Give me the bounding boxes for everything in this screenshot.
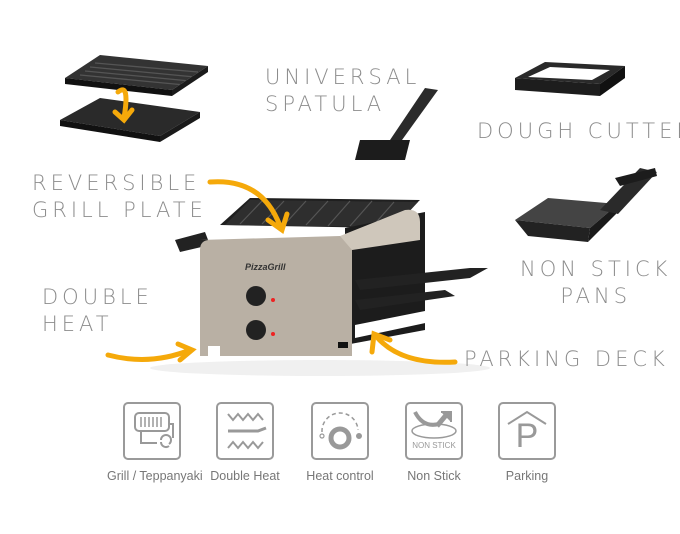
product-illustration — [60, 55, 657, 376]
feature-heat-control: Heat control — [295, 402, 385, 483]
pizzagrill-appliance-image — [150, 198, 490, 376]
callout-line: Double — [42, 285, 153, 309]
feature-parking: P Parking — [482, 402, 572, 483]
callout-non-stick-pans: Non Stick Pans — [520, 256, 671, 310]
callout-line: Pans — [560, 284, 632, 308]
spatula-image — [355, 88, 438, 160]
callout-reversible-grill-plate: Reversible Grill Plate — [32, 170, 207, 224]
callout-line: Non Stick — [520, 257, 672, 281]
callout-universal-spatula: Universal Spatula — [265, 64, 420, 118]
arrows — [105, 87, 458, 365]
feature-label: Non Stick — [407, 469, 461, 483]
brand-logo-text: PizzaGrill — [245, 262, 286, 272]
callout-parking-deck: Parking Deck — [464, 347, 669, 371]
arrow-grill-plate — [207, 179, 283, 229]
feature-label: Heat control — [306, 469, 374, 483]
heat-control-icon — [311, 402, 369, 460]
grill-plates-image — [60, 55, 208, 142]
feature-grill-teppanyaki: Grill / Teppanyaki — [107, 402, 203, 483]
non-stick-icon: NON STICK — [405, 402, 463, 460]
feature-non-stick: NON STICK Non Stick — [389, 402, 479, 483]
feature-label: Grill / Teppanyaki — [107, 469, 203, 483]
callout-line: Reversible — [32, 171, 201, 195]
parking-icon-text: P — [515, 417, 539, 455]
feature-label: Parking — [505, 469, 549, 483]
grill-teppanyaki-icon — [123, 402, 181, 460]
callout-line: Grill Plate — [32, 198, 207, 222]
callout-line: Universal — [265, 65, 421, 89]
non-stick-icon-text: NON STICK — [412, 441, 456, 450]
callout-dough-cutter: Dough Cutter — [477, 119, 680, 143]
arrow-grill-plates — [115, 87, 129, 121]
pan-image — [515, 168, 657, 242]
dough-cutter-image — [515, 62, 625, 96]
feature-double-heat: Double Heat — [200, 402, 290, 483]
feature-label: Double Heat — [210, 469, 280, 483]
double-heat-icon — [216, 402, 274, 460]
parking-icon: P — [498, 402, 556, 460]
callout-double-heat: Double Heat — [42, 284, 153, 338]
arrowhead — [112, 107, 135, 124]
arrow-parking-deck — [373, 333, 458, 365]
arrow-double-heat — [105, 347, 193, 362]
callout-line: Spatula — [265, 92, 386, 116]
callout-line: Heat — [42, 312, 113, 336]
